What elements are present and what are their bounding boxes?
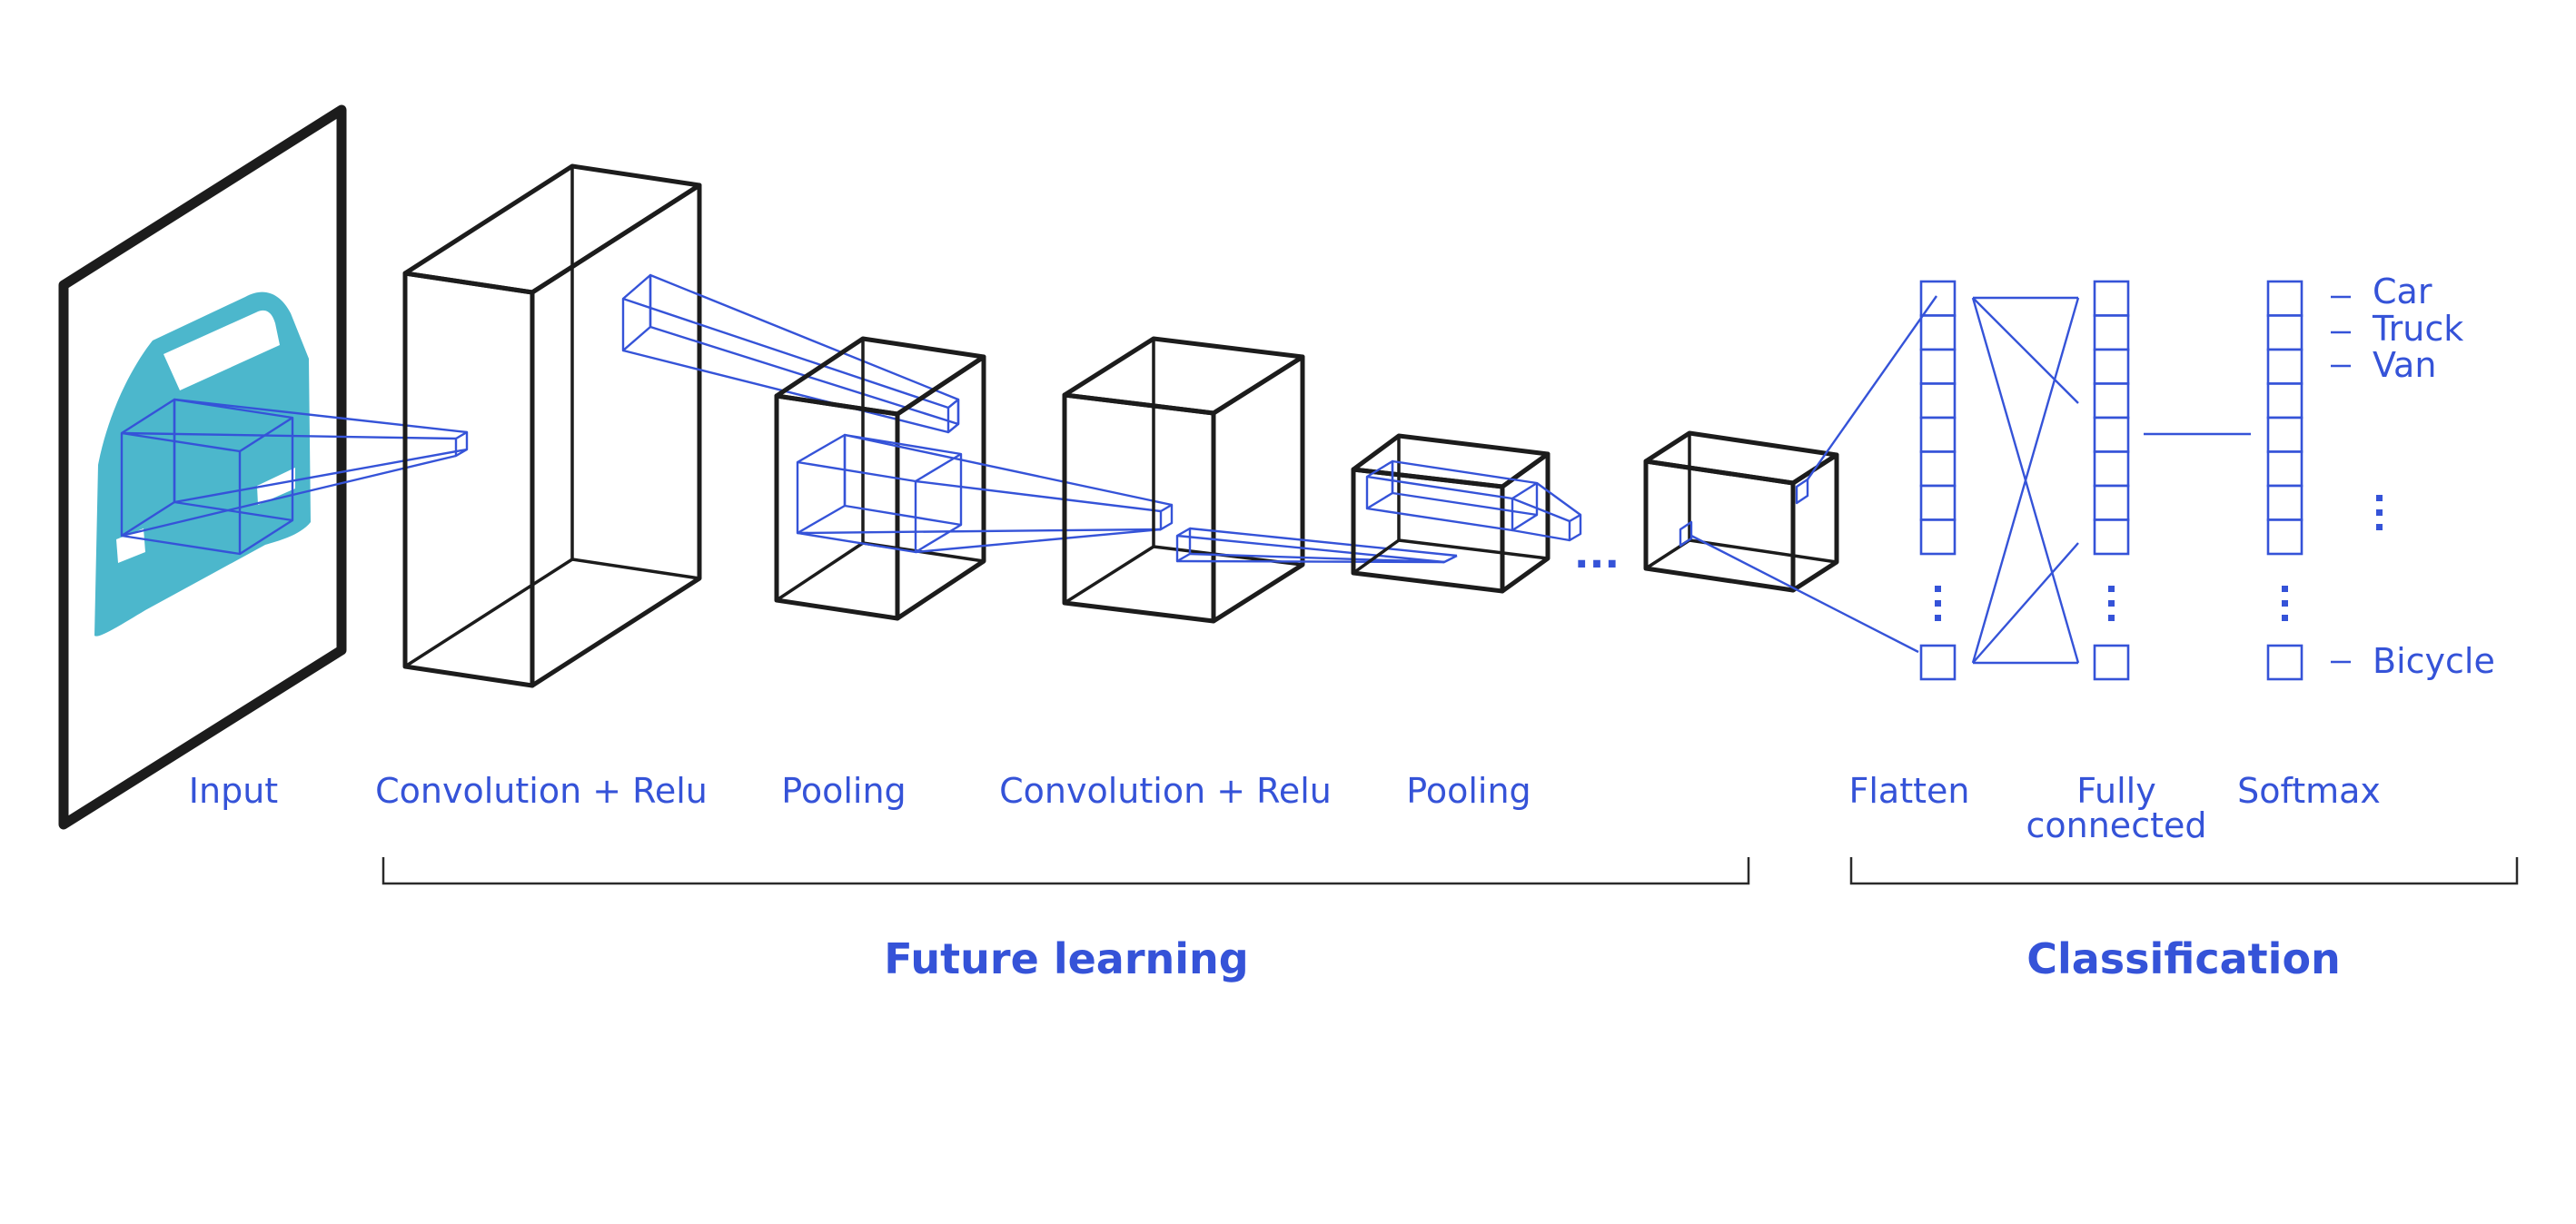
fc-neuron <box>2093 314 2130 351</box>
softmax-neuron <box>2266 416 2304 453</box>
classification-bracket <box>1849 857 2519 885</box>
class-labels: Car Truck Van Bicycle <box>2331 271 2495 681</box>
flatten-neuron <box>1919 416 1957 453</box>
pool2-filter <box>1365 459 1582 542</box>
flatten-neuron <box>1919 484 1957 521</box>
class-label-car: Car <box>2373 271 2432 311</box>
softmax-neuron <box>2266 280 2304 317</box>
connections <box>1690 295 2251 665</box>
label-pool2: Pooling <box>1406 771 1531 811</box>
group-label-classification: Classification <box>2026 934 2341 983</box>
label-fc-line2: connected <box>2026 805 2207 845</box>
fc-ellipsis-dot <box>2108 600 2115 607</box>
label-conv2: Convolution + Relu <box>999 771 1332 811</box>
softmax-neuron <box>2266 450 2304 488</box>
flatten-column <box>1919 280 1957 681</box>
softmax-neuron <box>2266 348 2304 385</box>
fc-neuron <box>2093 450 2130 488</box>
group-label-feature-learning: Future learning <box>884 934 1248 983</box>
flatten-ellipsis-dot <box>1935 615 1941 621</box>
softmax-column <box>2266 280 2304 681</box>
softmax-ellipsis-dot <box>2282 586 2288 592</box>
label-softmax: Softmax <box>2237 771 2381 811</box>
conv2-filter <box>1175 527 1458 564</box>
conv1-volume <box>402 163 960 688</box>
flatten-neuron <box>1919 450 1957 488</box>
flatten-neuron <box>1919 382 1957 420</box>
softmax-neuron <box>2266 382 2304 420</box>
class-ellipsis <box>2376 495 2383 530</box>
fc-column <box>2093 280 2130 681</box>
fc-last-neuron <box>2093 644 2130 681</box>
softmax-last-neuron <box>2266 644 2304 681</box>
label-flatten: Flatten <box>1849 771 1970 811</box>
flatten-last-neuron <box>1919 644 1957 681</box>
softmax-neuron <box>2266 518 2304 556</box>
flatten-neuron <box>1919 518 1957 556</box>
softmax-ellipsis-dot <box>2282 600 2288 607</box>
fc-neuron <box>2093 416 2130 453</box>
flatten-ellipsis-dot <box>1935 586 1941 592</box>
input-receptive-field <box>120 398 469 556</box>
class-label-truck: Truck <box>2372 309 2463 349</box>
class-label-bicycle: Bicycle <box>2373 641 2495 681</box>
continuation-ellipsis: ... <box>1574 531 1620 577</box>
fc-neuron <box>2093 484 2130 521</box>
fc-neuron <box>2093 382 2130 420</box>
input-frame <box>58 104 469 830</box>
last-feature-volume <box>1643 430 1839 593</box>
softmax-neuron <box>2266 314 2304 351</box>
label-fc-line1: Fully <box>2076 771 2155 811</box>
pool2-volume <box>1351 433 1582 594</box>
feature-learning-bracket <box>381 857 1750 885</box>
fc-neuron <box>2093 518 2130 556</box>
flatten-neuron <box>1919 314 1957 351</box>
fc-ellipsis-dot <box>2108 586 2115 592</box>
softmax-neuron <box>2266 484 2304 521</box>
pool1-filter <box>796 433 1174 554</box>
label-conv1: Convolution + Relu <box>375 771 708 811</box>
conv2-volume <box>1062 336 1458 624</box>
flatten-ellipsis-dot <box>1935 600 1941 607</box>
fc-neuron <box>2093 348 2130 385</box>
label-pool1: Pooling <box>781 771 906 811</box>
class-label-van: Van <box>2373 345 2436 385</box>
car-icon <box>94 291 311 637</box>
flatten-neuron <box>1919 348 1957 385</box>
fc-ellipsis-dot <box>2108 615 2115 621</box>
softmax-ellipsis-dot <box>2282 615 2288 621</box>
conv1-filter <box>621 273 960 434</box>
label-input: Input <box>189 771 278 811</box>
fc-neuron <box>2093 280 2130 317</box>
pool1-volume <box>774 336 1174 621</box>
